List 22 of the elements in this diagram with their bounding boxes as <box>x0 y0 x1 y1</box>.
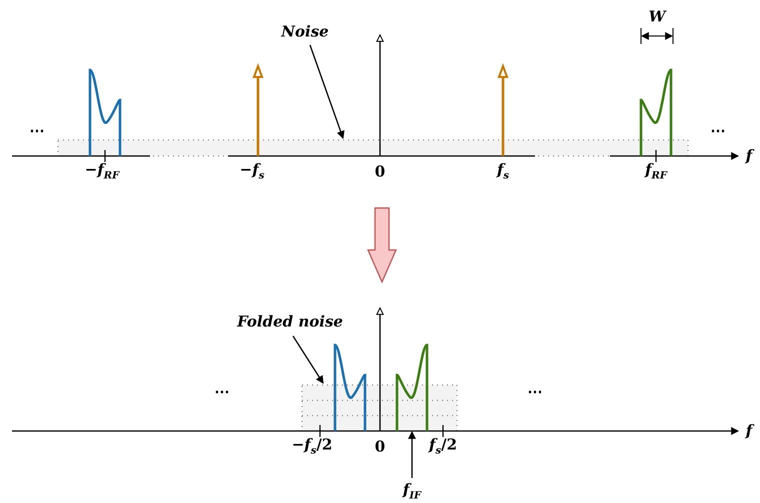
callout-label: Folded noise <box>237 314 343 330</box>
ellipsis: ⋯ <box>214 384 230 400</box>
ellipsis: ⋯ <box>30 124 44 138</box>
tick-label: f$_{s}$/2 <box>429 438 457 456</box>
noise-band <box>58 140 688 156</box>
tick-label: 0 <box>374 164 386 180</box>
dimension-label: W <box>648 10 666 24</box>
tick-label: −f$_{s}$/2 <box>292 438 332 456</box>
leader-arrow <box>292 336 324 384</box>
tick-label: −f$_{s}$ <box>240 162 264 182</box>
tick-label: 0 <box>374 440 386 454</box>
ellipsis: ⋯ <box>710 124 726 138</box>
callout-label: Noise <box>281 24 329 40</box>
leader-arrow <box>309 44 344 138</box>
ellipsis: ⋯ <box>528 384 542 400</box>
leader-arrow <box>408 432 416 478</box>
tick-label: −f$_{RF}$ <box>84 162 120 182</box>
frequency-label: f$_{IF}$ <box>402 482 422 502</box>
axis-label: f <box>746 424 752 438</box>
tick-label: f$_{s}$ <box>496 162 510 182</box>
axis-label: f <box>746 148 752 164</box>
tick-label: f$_{RF}$ <box>645 162 667 182</box>
